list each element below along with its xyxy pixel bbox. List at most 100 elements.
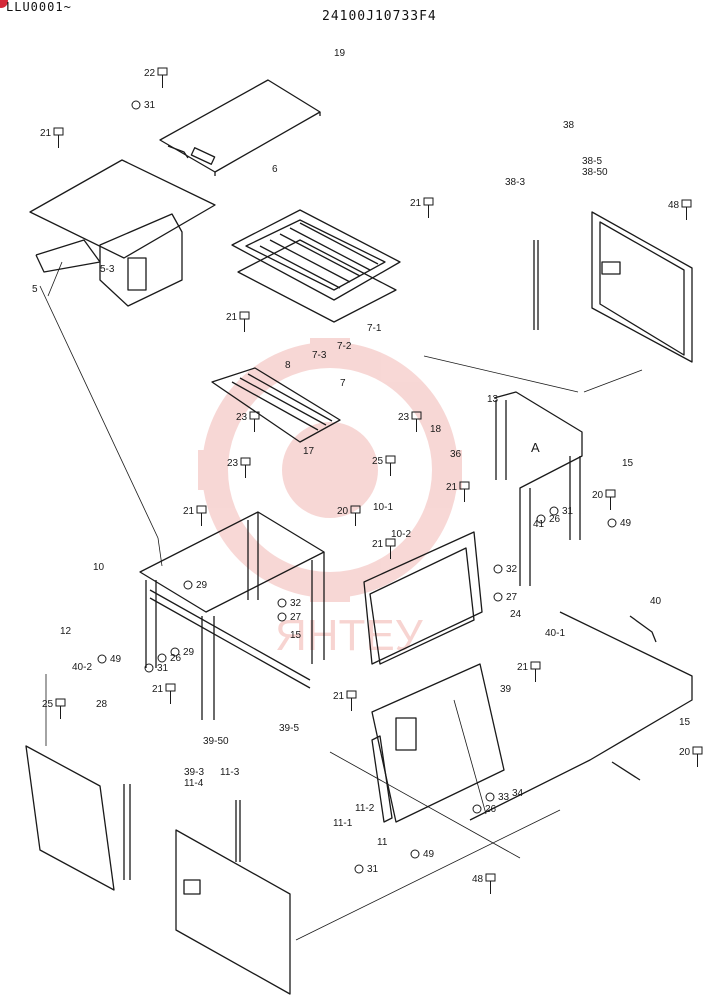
right-door-panel [533,211,693,363]
washer-icon [183,580,193,590]
washer-icon [493,564,503,574]
callout-label: 48 [472,874,484,885]
callout-label: 5 [32,284,38,295]
callout-labels: 1922316215-35213838-538-5038-3487-17-27-… [32,48,703,894]
callout-label: 18 [430,424,442,435]
callout-label: 11-1 [333,818,353,829]
callout-label: 13 [487,394,499,405]
callout-label: 40-2 [72,662,92,673]
callout-label: 21 [40,128,52,139]
callout-label: 39-50 [203,736,229,747]
washer-icon [472,804,482,814]
callout-label: 7-2 [337,341,352,352]
callout-label: 26 [170,653,182,664]
bolt-icon [55,698,66,719]
bolt-icon [385,455,396,476]
callout-label: 21 [333,691,345,702]
callout-label: 49 [423,849,435,860]
callout-label: 31 [144,100,156,111]
callout-label: 7-3 [312,350,327,361]
callout-label: 21 [517,662,529,673]
callout-label: 28 [96,699,108,710]
callout-label: 31 [367,864,379,875]
callout-label: 38 [563,120,575,131]
left-cover-panel [29,159,216,307]
callout-label: 7 [340,378,346,389]
washer-icon [131,100,141,110]
washer-icon [157,653,167,663]
bolt-icon [411,411,422,432]
washer-icon [277,598,287,608]
callout-label: 29 [183,647,195,658]
callout-label: 39 [500,684,512,695]
callout-label: 32 [506,564,518,575]
callout-label: 40 [650,596,662,607]
callout-label: 24 [510,609,522,620]
callout-label: 49 [620,518,632,529]
inner-panel-11 [371,663,505,823]
callout-label: 23 [227,458,239,469]
callout-label: 7-1 [367,323,382,334]
callout-label: 39-5 [279,723,299,734]
top-cover-plate [159,79,321,176]
bolt-icon [346,690,357,711]
washer-icon [170,647,180,657]
callout-label: 19 [334,48,346,59]
center-grille-plate [211,367,341,443]
callout-label: 15 [290,630,302,641]
bolt-icon [385,538,396,559]
callout-label: 21 [226,312,238,323]
callout-label: 12 [60,626,72,637]
bolt-icon [423,197,434,218]
page-marker-badge [0,0,8,8]
main-frame-left [139,511,325,720]
leader-lines [39,261,643,941]
bolt-icon [605,489,616,510]
callout-label: 21 [446,482,458,493]
top-grille-assembly [231,209,401,323]
bolt-icon [530,661,541,682]
left-door-panel [25,745,131,891]
callout-label: 10-1 [373,502,393,513]
callout-label: 11-4 [184,778,204,789]
callout-label: 21 [183,506,195,517]
callout-label: 8 [285,360,291,371]
callout-label: 38-3 [505,177,525,188]
callout-label: 29 [196,580,208,591]
callout-label: A [531,440,540,455]
callout-label: 11-3 [220,767,240,778]
callout-label: 23 [398,412,410,423]
callout-label: 25 [42,699,54,710]
callout-label: 33 [498,792,510,803]
inner-panel-10 [363,531,483,665]
callout-label: 6 [272,164,278,175]
bolt-icon [240,457,251,478]
callout-label: 25 [372,456,384,467]
callout-label: 21 [410,198,422,209]
callout-label: 27 [290,612,302,623]
callout-label: 5-3 [100,264,115,275]
callout-label: 32 [290,598,302,609]
bolt-icon [350,505,361,526]
washer-icon [97,654,107,664]
callout-label: 36 [450,449,462,460]
bolt-icon [239,311,250,332]
drawing-number: 24100J10733F4 [322,9,437,24]
callout-label: 40-1 [545,628,565,639]
washer-icon [493,592,503,602]
callout-label: 26 [485,804,497,815]
bolt-icon [485,873,496,894]
washer-icon [410,849,420,859]
callout-label: 20 [592,490,604,501]
washer-icon [354,864,364,874]
callout-label: 21 [152,684,164,695]
main-frame-right [493,391,583,586]
callout-label: 27 [506,592,518,603]
bolt-icon [681,199,692,220]
washer-icon [144,663,154,673]
watermark-gear-logo [198,338,462,602]
base-plate [469,611,693,821]
callout-label: 38-50 [582,167,608,178]
